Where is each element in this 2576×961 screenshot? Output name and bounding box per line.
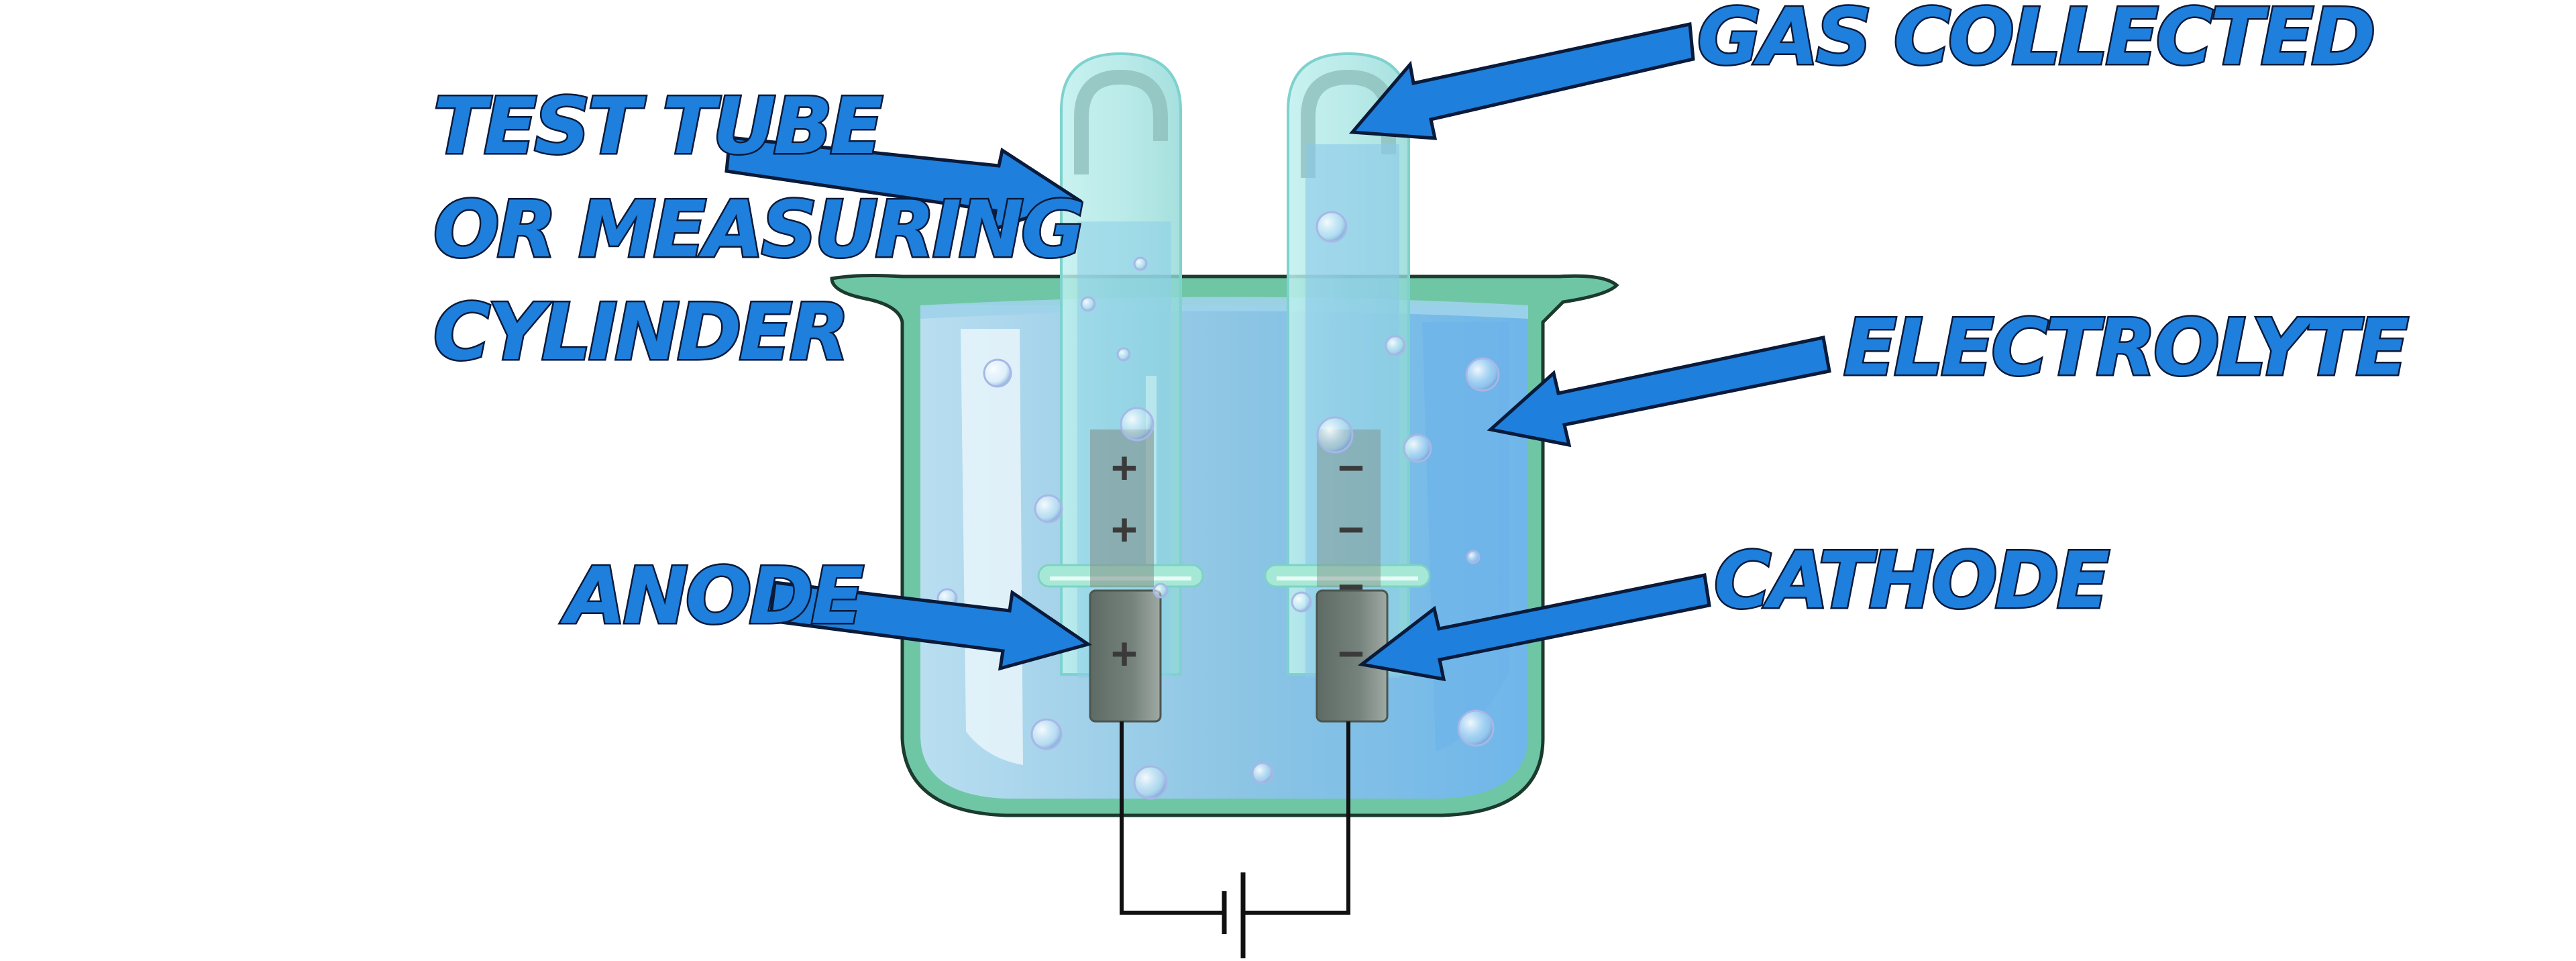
arrow-icon	[1348, 21, 1695, 140]
anode-sign: +	[1112, 505, 1138, 554]
cathode-sign: −	[1338, 562, 1364, 611]
label-test-tube: CYLINDER	[433, 287, 847, 378]
glass-highlight	[961, 329, 1023, 765]
tube-support	[1264, 564, 1431, 588]
beaker-icon	[830, 274, 1619, 817]
label-cathode: CATHODE	[1714, 536, 2109, 626]
anode-electrode	[1089, 429, 1162, 723]
label-gas-collected: GAS COLLECTED	[1697, 0, 2373, 83]
cathode-sign: −	[1338, 505, 1364, 554]
anode-sign: +	[1112, 443, 1138, 493]
circuit-wire	[1120, 721, 1350, 915]
cathode-electrode	[1316, 429, 1389, 723]
arrow-icon	[1487, 336, 1831, 448]
battery-icon	[1222, 872, 1246, 958]
arrow-icon	[724, 136, 1083, 232]
arrow-icon	[768, 580, 1092, 671]
label-anode: ANODE	[560, 551, 863, 642]
arrow-icon	[1357, 573, 1711, 682]
anode-sign: +	[1112, 629, 1138, 678]
cathode-sign: −	[1338, 629, 1364, 678]
label-test-tube: TEST TUBE	[433, 81, 882, 172]
label-electrolyte: ELECTROLYTE	[1843, 303, 2408, 393]
label-test-tube: OR MEASURING	[433, 185, 1082, 275]
